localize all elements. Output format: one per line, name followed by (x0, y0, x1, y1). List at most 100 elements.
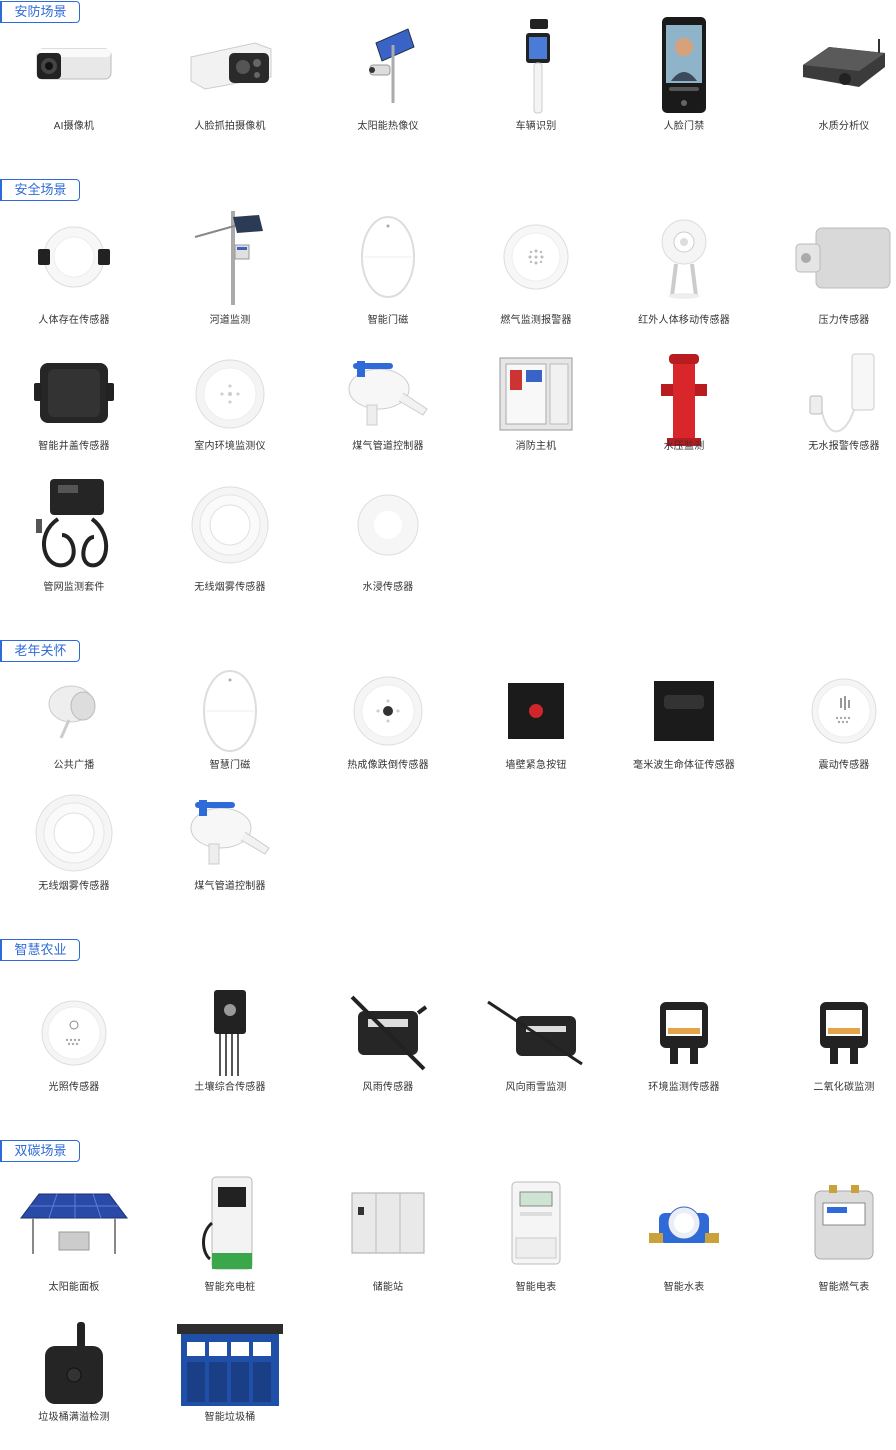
product-card[interactable]: 煤气管道控制器 (155, 788, 305, 918)
product-label: 风向雨雪监测 (505, 1082, 567, 1093)
product-card[interactable]: 智能电表 (461, 1168, 611, 1298)
product-card[interactable]: 二氧化碳监测 (769, 987, 896, 1117)
product-label: 无线烟雾传感器 (38, 881, 110, 892)
product-card[interactable]: 压力传感器 (769, 203, 896, 333)
product-label: 水浸传感器 (362, 582, 414, 593)
product-label: 水质分析仪 (818, 121, 870, 132)
water-shortage-sensor-icon (769, 350, 896, 455)
section-title: 安防场景 (0, 1, 80, 23)
product-label: 人脸抓拍摄像机 (194, 121, 266, 132)
water-leak-sensor-icon (313, 472, 463, 577)
product-label: 垃圾桶满溢检测 (38, 1412, 110, 1423)
solar-panel-icon (0, 1168, 149, 1273)
product-card[interactable]: 人脸抓拍摄像机 (155, 12, 305, 142)
product-card[interactable]: 风向雨雪监测 (461, 987, 611, 1117)
product-card[interactable]: 无水报警传感器 (769, 350, 896, 480)
product-card[interactable]: 红外人体移动传感器 (609, 203, 759, 333)
product-card[interactable]: 太阳能面板 (0, 1168, 149, 1298)
product-label: AI摄像机 (53, 121, 95, 132)
co2-sensor-icon (769, 987, 896, 1092)
product-card[interactable]: 毫米波生命体征传感器 (609, 666, 759, 796)
section-title: 老年关怀 (0, 640, 80, 662)
product-card[interactable]: 风雨传感器 (313, 987, 463, 1117)
product-label: 太阳能热像仪 (357, 121, 419, 132)
product-label: 环境监测传感器 (648, 1082, 720, 1093)
vehicle-recognition-icon (461, 12, 611, 117)
product-label: 消防主机 (515, 441, 557, 452)
product-card[interactable]: 智能垃圾桶 (155, 1320, 305, 1450)
product-card[interactable]: 光照传感器 (0, 987, 149, 1117)
product-label: 公共广播 (53, 760, 95, 771)
solar-thermal-imager-icon (313, 12, 463, 117)
product-card[interactable]: 太阳能热像仪 (313, 12, 463, 142)
product-label: 二氧化碳监测 (813, 1082, 875, 1093)
product-card[interactable]: 震动传感器 (769, 666, 896, 796)
bin-overflow-sensor-icon (0, 1320, 149, 1425)
product-card[interactable]: 车辆识别 (461, 12, 611, 142)
product-card[interactable]: 墙壁紧急按钮 (461, 666, 611, 796)
product-card[interactable]: 人体存在传感器 (0, 203, 149, 333)
wind-rain-sensor-icon (313, 987, 463, 1092)
electric-meter-icon (461, 1168, 611, 1273)
product-card[interactable]: 土壤综合传感器 (155, 987, 305, 1117)
product-label: 人体存在传感器 (38, 315, 110, 326)
product-card[interactable]: 河道监测 (155, 203, 305, 333)
section-title: 双碳场景 (0, 1140, 80, 1162)
door-magnet-icon (313, 203, 463, 308)
product-label: 煤气管道控制器 (352, 441, 424, 452)
product-card[interactable]: 智能井盖传感器 (0, 350, 149, 480)
product-card[interactable]: 智能燃气表 (769, 1168, 896, 1298)
product-label: 热成像跌倒传感器 (347, 760, 429, 771)
water-quality-analyzer-icon (769, 12, 896, 117)
product-label: 无水报警传感器 (808, 441, 880, 452)
light-sensor-icon (0, 987, 149, 1092)
product-label: 储能站 (372, 1282, 404, 1293)
product-label: 智能门磁 (367, 315, 409, 326)
product-label: 太阳能面板 (48, 1282, 100, 1293)
gas-alarm-icon (461, 203, 611, 308)
product-card[interactable]: 环境监测传感器 (609, 987, 759, 1117)
product-card[interactable]: 煤气管道控制器 (313, 350, 463, 480)
product-card[interactable]: 无线烟雾传感器 (155, 472, 305, 602)
product-card[interactable]: 水压监测 (609, 350, 759, 480)
product-label: 智能充电桩 (204, 1282, 256, 1293)
mmwave-vital-sensor-icon (609, 666, 759, 771)
product-label: 土壤综合传感器 (194, 1082, 266, 1093)
product-label: 管网监测套件 (43, 582, 105, 593)
product-card[interactable]: 垃圾桶满溢检测 (0, 1320, 149, 1450)
product-card[interactable]: 智慧门磁 (155, 666, 305, 796)
product-label: 光照传感器 (48, 1082, 100, 1093)
product-card[interactable]: AI摄像机 (0, 12, 149, 142)
product-card[interactable]: 水质分析仪 (769, 12, 896, 142)
product-card[interactable]: 人脸门禁 (609, 12, 759, 142)
product-card[interactable]: 无线烟雾传感器 (0, 788, 149, 918)
product-label: 煤气管道控制器 (194, 881, 266, 892)
fire-control-panel-icon (461, 350, 611, 455)
smart-bin-icon (155, 1320, 305, 1425)
product-card[interactable]: 储能站 (313, 1168, 463, 1298)
speaker-icon (0, 666, 149, 771)
bullet-camera-icon (0, 12, 149, 117)
product-label: 车辆识别 (515, 121, 557, 132)
product-card[interactable]: 智能充电桩 (155, 1168, 305, 1298)
product-label: 室内环境监测仪 (194, 441, 266, 452)
product-label: 智慧门磁 (209, 760, 251, 771)
product-card[interactable]: 水浸传感器 (313, 472, 463, 602)
product-label: 毫米波生命体征传感器 (633, 760, 735, 771)
indoor-env-monitor-icon (155, 350, 305, 455)
product-label: 风雨传感器 (362, 1082, 414, 1093)
smoke-sensor-icon (155, 472, 305, 577)
product-card[interactable]: 热成像跌倒传感器 (313, 666, 463, 796)
product-card[interactable]: 智能水表 (609, 1168, 759, 1298)
product-card[interactable]: 消防主机 (461, 350, 611, 480)
door-magnet-icon (155, 666, 305, 771)
product-card[interactable]: 智能门磁 (313, 203, 463, 333)
product-card[interactable]: 管网监测套件 (0, 472, 149, 602)
product-card[interactable]: 燃气监测报警器 (461, 203, 611, 333)
river-monitor-icon (155, 203, 305, 308)
fall-detect-sensor-icon (313, 666, 463, 771)
face-access-control-icon (609, 12, 759, 117)
smoke-sensor-icon (0, 788, 149, 893)
product-card[interactable]: 公共广播 (0, 666, 149, 796)
product-card[interactable]: 室内环境监测仪 (155, 350, 305, 480)
